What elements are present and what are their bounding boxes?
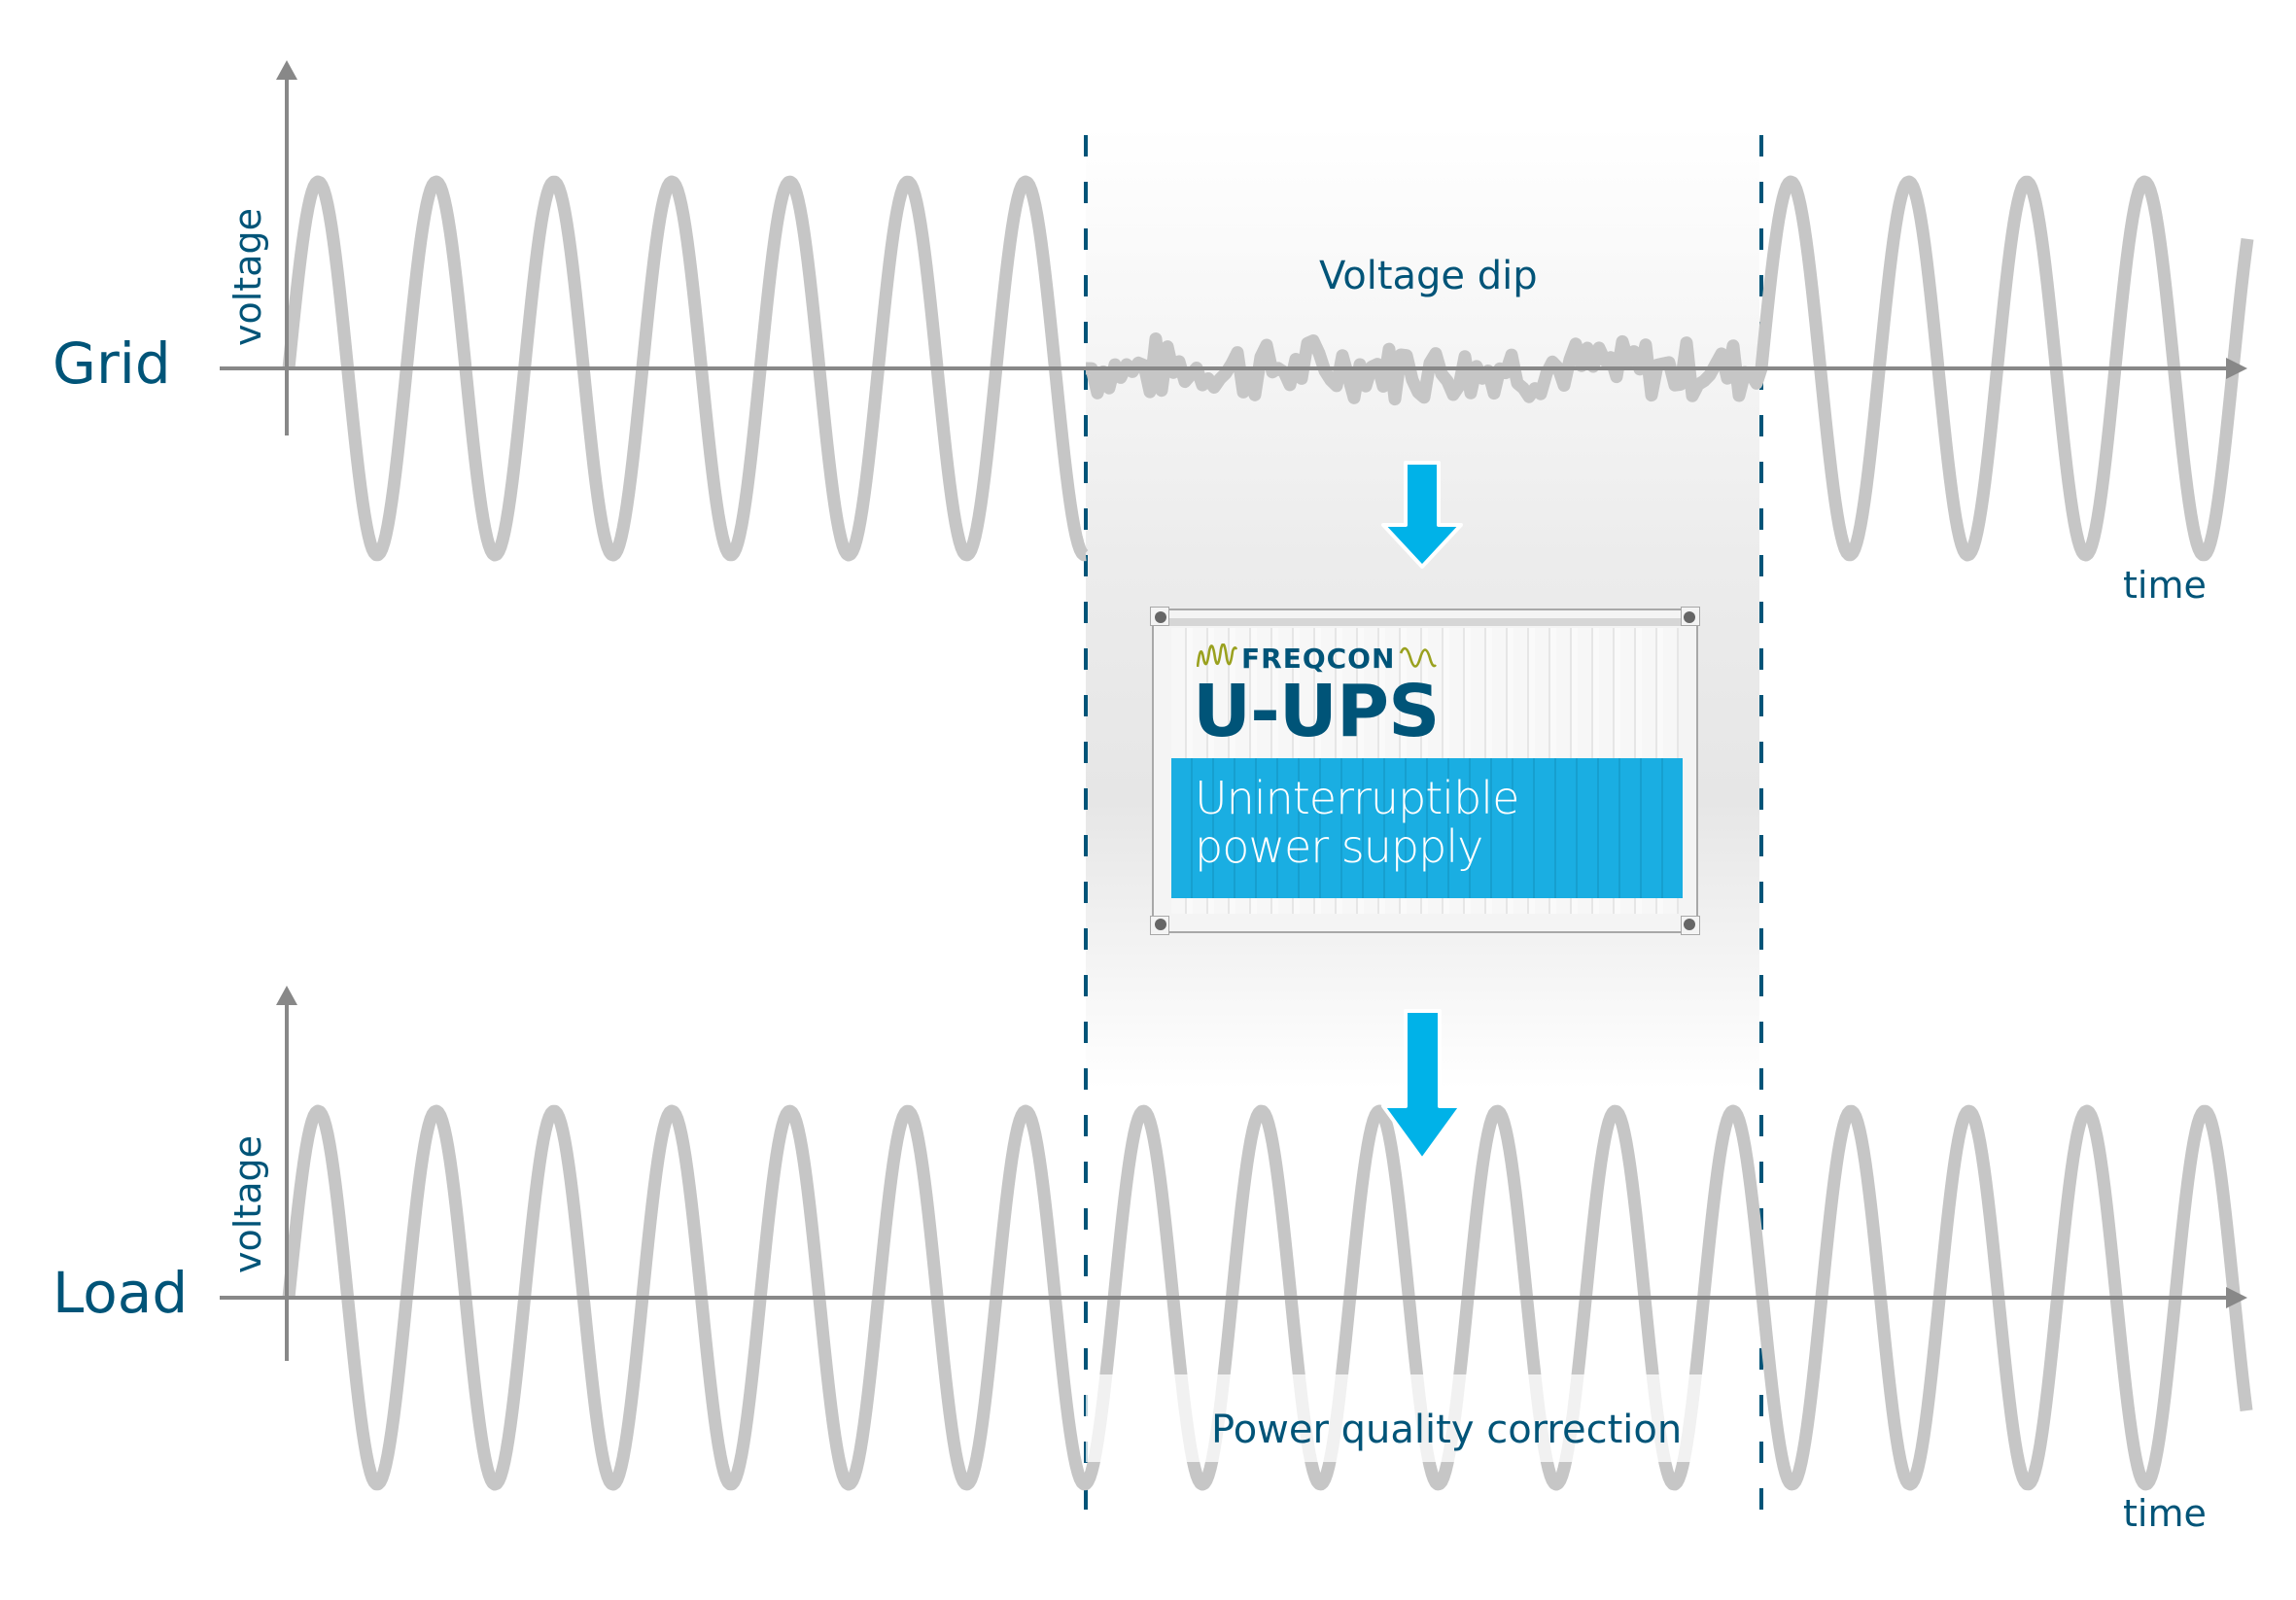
correction-label-band [1086, 1374, 1759, 1462]
load-label: Load [52, 1260, 188, 1326]
ups-description-panel [1171, 758, 1683, 898]
ups-container-card: FREQCON U-UPS Uninterruptible power supp… [1150, 607, 1700, 935]
grid-y-axis-arrowhead [276, 60, 297, 80]
brand-name: FREQCON [1241, 642, 1396, 675]
load-x-axis-label: time [2123, 1492, 2207, 1535]
grid-x-axis-arrowhead [2226, 358, 2247, 379]
ups-container-topbar [1169, 618, 1681, 626]
down-arrow-to-ups [1381, 461, 1463, 569]
voltage-dip-label: Voltage dip [1319, 254, 1538, 298]
grid-axes [220, 60, 2247, 435]
freqcon-logo: FREQCON [1197, 642, 1438, 675]
down-arrow-to-load [1381, 1009, 1463, 1162]
logo-wave-left-icon [1197, 643, 1237, 668]
load-voltage-wave [282, 1104, 2253, 1491]
load-y-axis-label: voltage [226, 1135, 269, 1273]
grid-voltage-wave-before-dip [282, 175, 1091, 562]
load-x-axis-arrowhead [2226, 1287, 2247, 1308]
bolt-icon [1684, 919, 1695, 930]
bolt-icon [1684, 611, 1695, 623]
load-axes [220, 986, 2247, 1361]
grid-voltage-wave-after-dip [1755, 175, 2254, 562]
bolt-icon [1155, 611, 1166, 623]
bolt-icon [1155, 919, 1166, 930]
product-description: Uninterruptible power supply [1195, 772, 1519, 873]
grid-label: Grid [52, 330, 171, 397]
grid-y-axis-label: voltage [226, 208, 269, 346]
correction-label: Power quality correction [1211, 1408, 1682, 1452]
product-name: U-UPS [1193, 670, 1440, 753]
grid-x-axis-label: time [2123, 564, 2207, 607]
grid-voltage-dip-noise [1085, 332, 1768, 406]
load-y-axis-arrowhead [276, 986, 297, 1005]
product-description-line1: Uninterruptible [1195, 772, 1519, 824]
product-description-line2: power supply [1195, 820, 1483, 873]
logo-wave-right-icon [1400, 646, 1438, 668]
